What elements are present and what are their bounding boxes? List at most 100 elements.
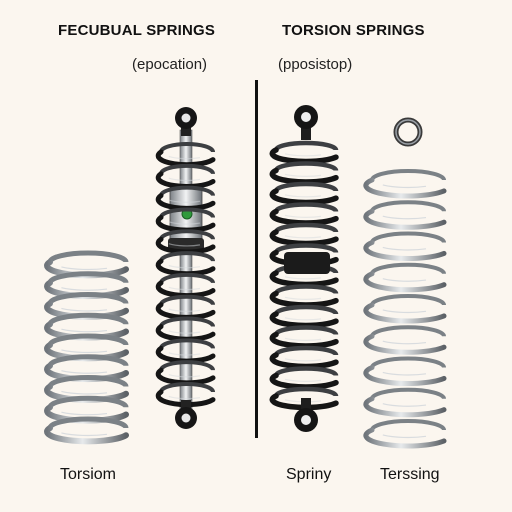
spring-coil-front <box>363 302 447 324</box>
section-divider <box>255 80 258 438</box>
spring-coil-back <box>47 395 129 408</box>
spring-coil-highlight <box>284 214 322 218</box>
spring-coil-highlight <box>168 330 201 334</box>
spring-coil-back <box>159 338 215 349</box>
spring-coil-back <box>47 375 129 388</box>
spring-coil-highlight <box>61 411 108 416</box>
spring-coil-front <box>269 372 339 390</box>
spring-coil-front <box>155 345 216 364</box>
spring-coil-highlight <box>382 278 427 282</box>
spring-coil-highlight <box>284 358 322 362</box>
spring-coil-front <box>44 425 129 445</box>
spring-coil-back <box>273 304 339 315</box>
left-title: FECUBUAL SPRINGS <box>58 22 216 39</box>
spring-coil-highlight <box>168 177 201 182</box>
spring-coil-back <box>159 163 215 175</box>
spring-coil-back <box>273 325 339 336</box>
spring-coil-highlight <box>382 340 427 345</box>
spring-coil-highlight <box>284 153 322 157</box>
caption-center: Spriny <box>286 466 332 483</box>
spring-coil-back <box>47 292 129 305</box>
spring-ring <box>393 117 423 147</box>
spring-coil-front <box>155 324 216 342</box>
spring-coil-front <box>155 280 216 299</box>
spring-coil-front <box>269 331 339 349</box>
spring-coil-front <box>269 208 339 226</box>
spring-coil-back <box>370 294 446 306</box>
spring-coil-front <box>363 208 447 230</box>
spring-coil-front <box>269 352 339 370</box>
right-title: TORSION SPRINGS <box>282 22 425 39</box>
spring-coil-highlight <box>61 349 108 354</box>
torsion-top-eye <box>294 105 318 140</box>
spring-coil-front <box>363 333 447 355</box>
spring-coil-back <box>47 333 129 346</box>
spring-coil-highlight <box>168 395 201 400</box>
spring-coil-highlight <box>168 264 201 269</box>
spring-coil-highlight <box>382 309 427 314</box>
spring-coil-back <box>273 243 339 254</box>
spring-coil-back <box>273 222 339 233</box>
spring-coil-highlight <box>168 286 201 291</box>
spring-coil-back <box>273 366 339 377</box>
spring-coil-highlight <box>168 221 201 225</box>
spring-coil-highlight <box>61 307 108 312</box>
spring-coil-highlight <box>284 194 322 198</box>
compression-spring <box>44 250 129 445</box>
spring-coil-back <box>47 250 129 263</box>
spring-coil-back <box>273 345 339 356</box>
spring-coil-front <box>155 302 216 320</box>
spring-coil-front <box>269 188 339 206</box>
caption-left: Torsiom <box>60 466 117 483</box>
torsion-bottom-eye <box>294 398 318 432</box>
spring-coil-highlight <box>168 308 201 312</box>
spring-coil-back <box>47 416 129 429</box>
spring-coil-back <box>273 386 339 397</box>
spring-coil-highlight <box>168 352 201 356</box>
spring-coil-front <box>155 389 216 408</box>
spring-coil-back <box>159 316 215 328</box>
spring-coil-front <box>155 171 216 189</box>
torsion-spring-with-eyes <box>269 105 339 432</box>
spring-coil-front <box>363 271 447 293</box>
spring-coil-back <box>47 312 129 325</box>
spring-coil-front <box>269 393 339 411</box>
spring-coil-back <box>159 294 215 306</box>
spring-coil-front <box>269 229 339 247</box>
spring-coil-front <box>269 270 339 288</box>
spring-coil-highlight <box>61 390 108 395</box>
spring-coil-front <box>269 147 339 165</box>
spring-coil-highlight <box>284 235 322 239</box>
spring-coil-highlight <box>61 432 108 437</box>
spring-coil-front <box>155 258 216 277</box>
spring-coil-front <box>155 214 216 233</box>
spring-coil-back <box>370 419 446 431</box>
coilover-shock-absorber <box>155 107 216 429</box>
spring-coil-back <box>159 229 215 240</box>
spring-coil-back <box>370 231 446 244</box>
spring-coil-highlight <box>168 374 201 378</box>
spring-coil-back <box>273 140 339 151</box>
spring-coil-back <box>273 161 339 172</box>
spring-coil-highlight <box>382 403 427 407</box>
spring-coil-highlight <box>61 266 108 271</box>
spring-coil-highlight <box>382 434 427 439</box>
spring-coil-back <box>273 202 339 213</box>
spring-coil-back <box>370 387 446 400</box>
spring-coil-front <box>155 236 216 255</box>
spring-coil-highlight <box>382 215 427 220</box>
spring-coil-front <box>363 427 447 449</box>
spring-coil-front <box>269 311 339 329</box>
spring-coil-back <box>273 284 339 295</box>
spring-coil-highlight <box>168 155 201 160</box>
spring-coil-back <box>47 354 129 367</box>
spring-coil-back <box>370 356 446 369</box>
spring-coil-back <box>159 382 215 393</box>
spring-coil-highlight <box>61 287 108 291</box>
spring-coil-highlight <box>284 296 322 300</box>
shock-top-eye <box>175 107 197 136</box>
left-subtitle: (epocation) <box>132 56 208 73</box>
spring-coil-back <box>159 142 215 153</box>
